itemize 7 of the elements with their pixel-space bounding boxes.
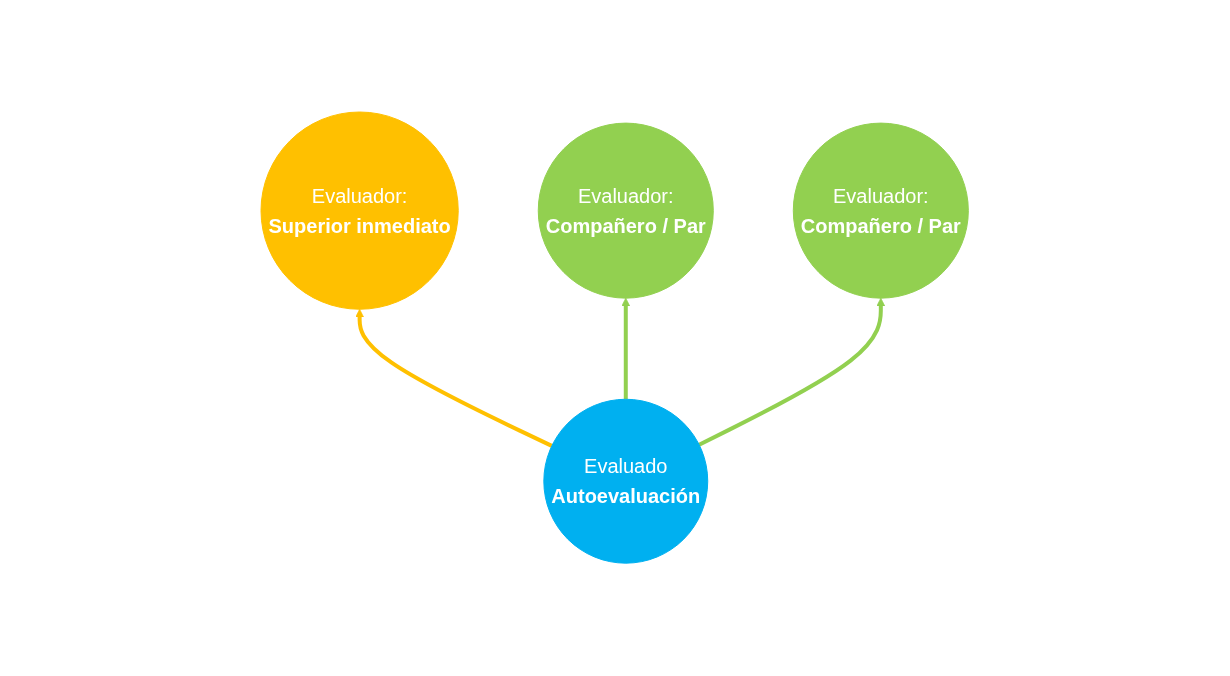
node-circle: Evaluador: Compañero / Par [538, 123, 715, 300]
arrow [621, 298, 631, 400]
node-circle: Evaluador: Superior inmediato [260, 111, 460, 311]
arrow [355, 309, 553, 449]
arrow [698, 298, 886, 447]
node-circle: Evaluado Autoevaluación [543, 399, 709, 565]
node-circle: Evaluador: Compañero / Par [793, 123, 970, 300]
